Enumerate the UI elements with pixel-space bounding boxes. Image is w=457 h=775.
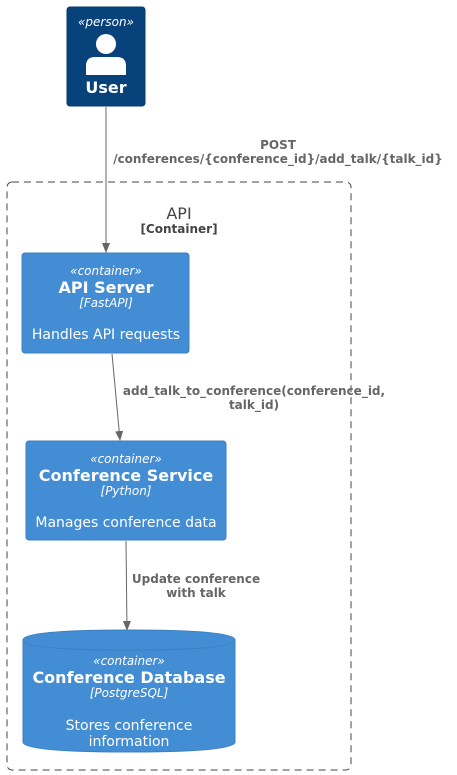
container-box (25, 440, 227, 541)
container-stereotype: «container» (93, 654, 165, 668)
container-stereotype: «container» (70, 264, 142, 278)
container-technology: [FastAPI] (79, 296, 133, 310)
edge-user-to-api-server: POST /conferences/{conference_id}/add_ta… (102, 107, 443, 253)
container-description: Manages conference data (35, 515, 216, 531)
container-conference-database[interactable]: «container» Conference Database [Postgre… (22, 629, 236, 753)
edge-label-line1: add_talk_to_conference(conference_id, (123, 384, 385, 399)
edge-label-line2: /conferences/{conference_id}/add_talk/{t… (113, 152, 443, 167)
container-description-line1: Stores conference (66, 718, 193, 734)
boundary-type-label: [Container] (140, 222, 217, 236)
edge-line (111, 353, 124, 441)
container-stereotype: «container» (90, 452, 162, 466)
container-description-line2: information (89, 734, 170, 750)
edge-conference-service-to-database: Update conference with talk (122, 540, 260, 631)
edge-label-line2: with talk (166, 586, 227, 600)
edge-api-server-to-conference-service: add_talk_to_conference(conference_id, ta… (111, 353, 385, 441)
container-description: Handles API requests (32, 327, 180, 343)
container-name: API Server (58, 278, 153, 297)
container-api-server[interactable]: «container» API Server [FastAPI] Handles… (21, 252, 190, 354)
api-boundary: API [Container] (6, 181, 352, 771)
person-name: User (85, 78, 126, 97)
container-name: Conference Service (39, 466, 214, 485)
container-name: Conference Database (32, 668, 225, 687)
edge-label-line1: POST (260, 138, 297, 152)
edge-label-line1: Update conference (132, 572, 260, 586)
database-cylinder (22, 629, 236, 753)
container-technology: [Python] (101, 484, 152, 498)
container-conference-service[interactable]: «container» Conference Service [Python] … (25, 440, 227, 541)
boundary-frame (6, 181, 352, 771)
edge-line (122, 540, 131, 631)
edge-label-line2: talk_id) (229, 398, 279, 413)
person-user[interactable]: «person» User (66, 6, 146, 107)
person-icon (86, 34, 126, 75)
container-technology: [PostgreSQL] (90, 686, 169, 700)
container-box (21, 252, 190, 354)
database-cylinder-rim (22, 639, 236, 651)
boundary-title: API (166, 204, 191, 223)
person-stereotype: «person» (78, 15, 134, 29)
person-box (66, 6, 146, 107)
